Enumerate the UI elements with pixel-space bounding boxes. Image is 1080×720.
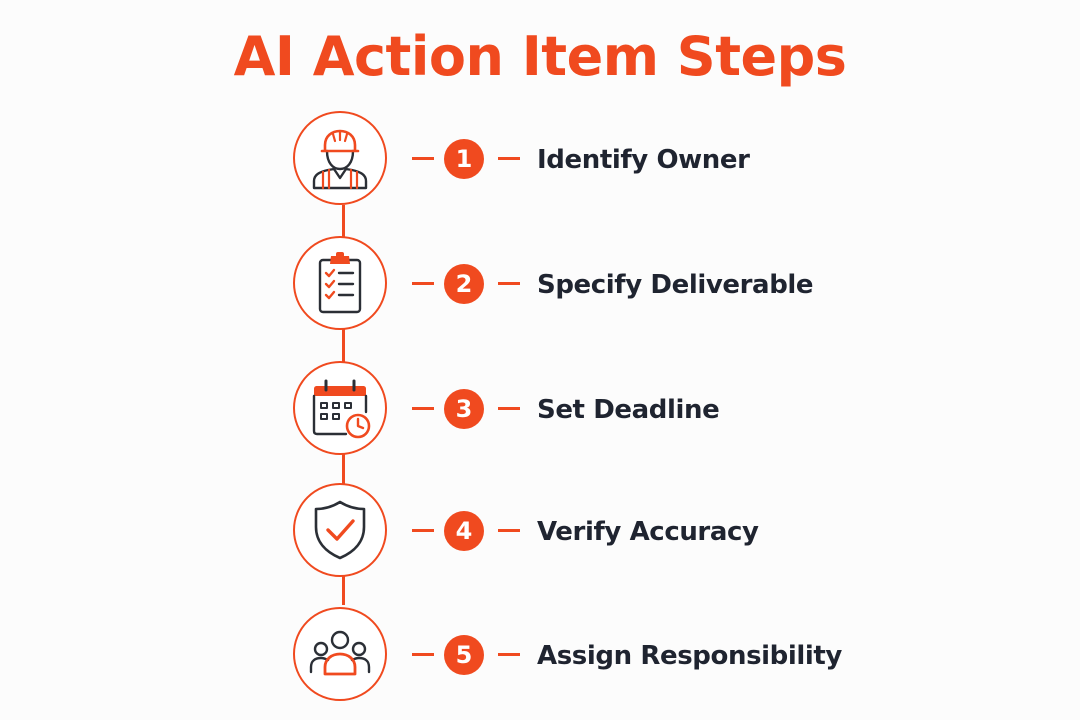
step-5: 5 Assign Responsibility [0,607,1080,707]
step-icon-circle [293,607,387,701]
connector-dash [498,157,520,160]
page-title: AI Action Item Steps [233,25,847,88]
step-2: 2 Specify Deliverable [0,236,1080,336]
connector-dash [498,653,520,656]
step-label: Verify Accuracy [537,517,759,547]
step-label: Set Deadline [537,395,720,425]
step-number-badge: 4 [444,511,484,551]
step-icon-circle [293,111,387,205]
step-label: Specify Deliverable [537,270,814,300]
connector-dash [498,407,520,410]
step-icon-circle [293,361,387,455]
connector-dash [412,407,434,410]
shield-check-icon [314,500,366,560]
step-number-badge: 5 [444,635,484,675]
step-3: 3 Set Deadline [0,361,1080,461]
calendar-clock-icon [312,379,371,439]
connector-dash [412,157,434,160]
step-number-badge: 3 [444,389,484,429]
connector-dash [412,529,434,532]
connector-dash [498,282,520,285]
step-icon-circle [293,483,387,577]
step-label: Identify Owner [537,145,750,175]
connector-dash [498,529,520,532]
connector-dash [412,653,434,656]
step-number-badge: 1 [444,139,484,179]
clipboard-checklist-icon [318,252,362,314]
construction-worker-icon [312,129,368,190]
step-icon-circle [293,236,387,330]
step-number-badge: 2 [444,264,484,304]
step-1: 1 Identify Owner [0,111,1080,211]
team-group-icon [309,630,371,676]
step-label: Assign Responsibility [537,641,842,671]
step-4: 4 Verify Accuracy [0,483,1080,583]
connector-dash [412,282,434,285]
